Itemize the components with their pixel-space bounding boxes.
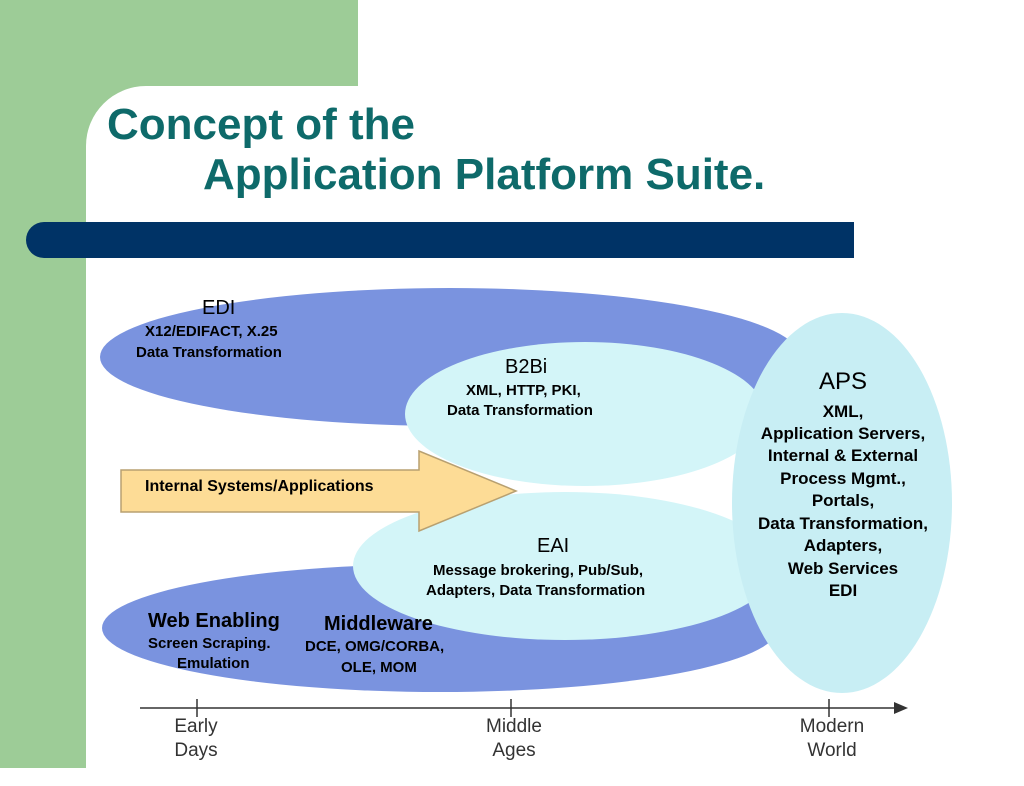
- title-line-2: Application Platform Suite.: [203, 150, 766, 199]
- eai-ellipse: [353, 492, 777, 640]
- timeline-early-line-1: Early: [174, 716, 218, 737]
- aps-line-7: Adapters,: [804, 536, 882, 555]
- aps-line-2: Application Servers,: [761, 424, 925, 443]
- aps-concept-diagram: EDI X12/EDIFACT, X.25 Data Transformatio…: [100, 288, 952, 761]
- aps-line-6: Data Transformation,: [758, 514, 928, 533]
- internal-systems-arrow: [120, 449, 518, 533]
- timeline-middle-line-2: Ages: [492, 740, 535, 761]
- aps-line-9: EDI: [829, 581, 857, 600]
- timeline-early-line-2: Days: [174, 740, 217, 761]
- aps-title: APS: [819, 368, 867, 395]
- aps-line-3: Internal & External: [768, 446, 918, 465]
- timeline-modern-line-2: World: [807, 740, 856, 761]
- middleware-line-1: DCE, OMG/CORBA,: [305, 638, 444, 655]
- middleware-line-2: OLE, MOM: [341, 659, 417, 676]
- timeline-arrowhead: [894, 702, 908, 714]
- slide-title: Concept of the Application Platform Suit…: [107, 100, 765, 200]
- b2bi-line-2: Data Transformation: [447, 402, 593, 419]
- aps-line-5: Portals,: [812, 491, 874, 510]
- edi-title: EDI: [202, 297, 235, 319]
- edi-line-2: Data Transformation: [136, 344, 282, 361]
- timeline-modern-line-1: Modern: [800, 716, 864, 737]
- aps-line-4: Process Mgmt.,: [780, 469, 906, 488]
- timeline-middle-line-1: Middle: [486, 716, 542, 737]
- internal-systems-label: Internal Systems/Applications: [145, 478, 374, 495]
- title-underline-bar: [26, 222, 854, 258]
- middleware-title: Middleware: [324, 613, 433, 635]
- web-enabling-title: Web Enabling: [148, 610, 280, 632]
- edi-line-1: X12/EDIFACT, X.25: [145, 323, 278, 340]
- b2bi-ellipse: [405, 342, 765, 486]
- aps-ellipse: [732, 313, 952, 693]
- eai-line-2: Adapters, Data Transformation: [426, 582, 645, 599]
- eai-line-1: Message brokering, Pub/Sub,: [433, 562, 643, 579]
- web-enabling-line-2: Emulation: [177, 655, 250, 672]
- eai-title: EAI: [537, 535, 569, 557]
- aps-line-1: XML,: [823, 402, 864, 421]
- b2bi-line-1: XML, HTTP, PKI,: [466, 382, 581, 399]
- title-line-1: Concept of the: [107, 100, 415, 149]
- web-enabling-line-1: Screen Scraping.: [148, 635, 271, 652]
- aps-line-8: Web Services: [788, 559, 898, 578]
- b2bi-title: B2Bi: [505, 356, 547, 378]
